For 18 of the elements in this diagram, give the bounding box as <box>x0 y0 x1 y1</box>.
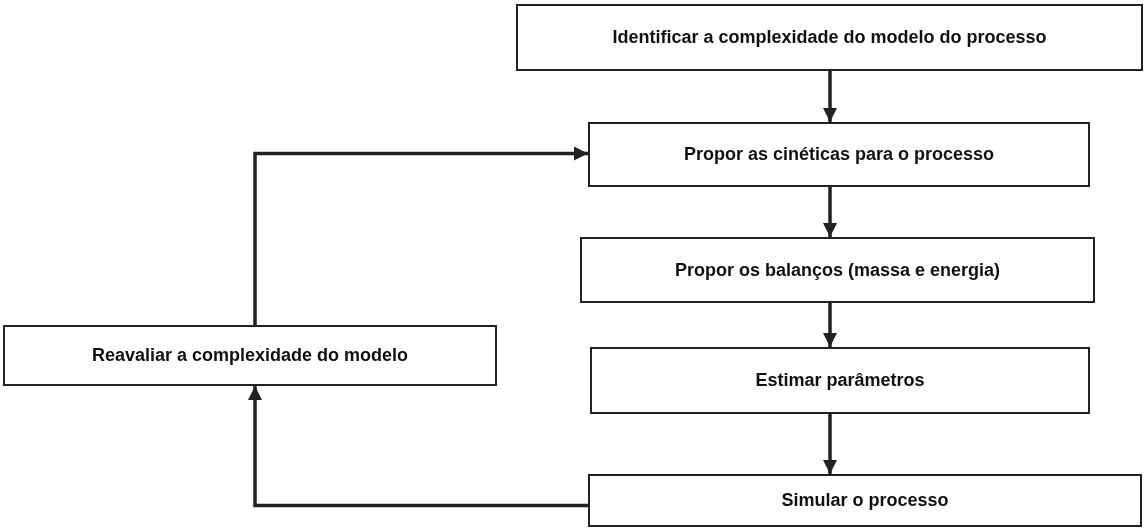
box-label: Reavaliar a complexidade do modelo <box>91 344 409 367</box>
box-label: Propor os balanços (massa e energia) <box>674 258 1001 282</box>
arrow <box>248 386 588 508</box>
process-box <box>588 122 1090 187</box>
box-label: Identificar a complexidade do modelo do processo <box>612 26 1047 49</box>
box-label: Simular o processo <box>781 489 949 512</box>
process-box <box>590 347 1090 414</box>
process-box <box>580 237 1095 303</box>
arrow <box>823 71 837 122</box>
arrow <box>823 414 837 474</box>
process-box <box>588 474 1142 527</box>
process-box <box>3 325 497 386</box>
arrow <box>823 187 837 237</box>
arrow <box>253 146 588 325</box>
process-box <box>516 4 1143 71</box>
arrow <box>823 303 837 347</box>
box-label: Estimar parâmetros <box>755 369 925 392</box>
box-label: Propor as cinéticas para o processo <box>683 143 995 166</box>
